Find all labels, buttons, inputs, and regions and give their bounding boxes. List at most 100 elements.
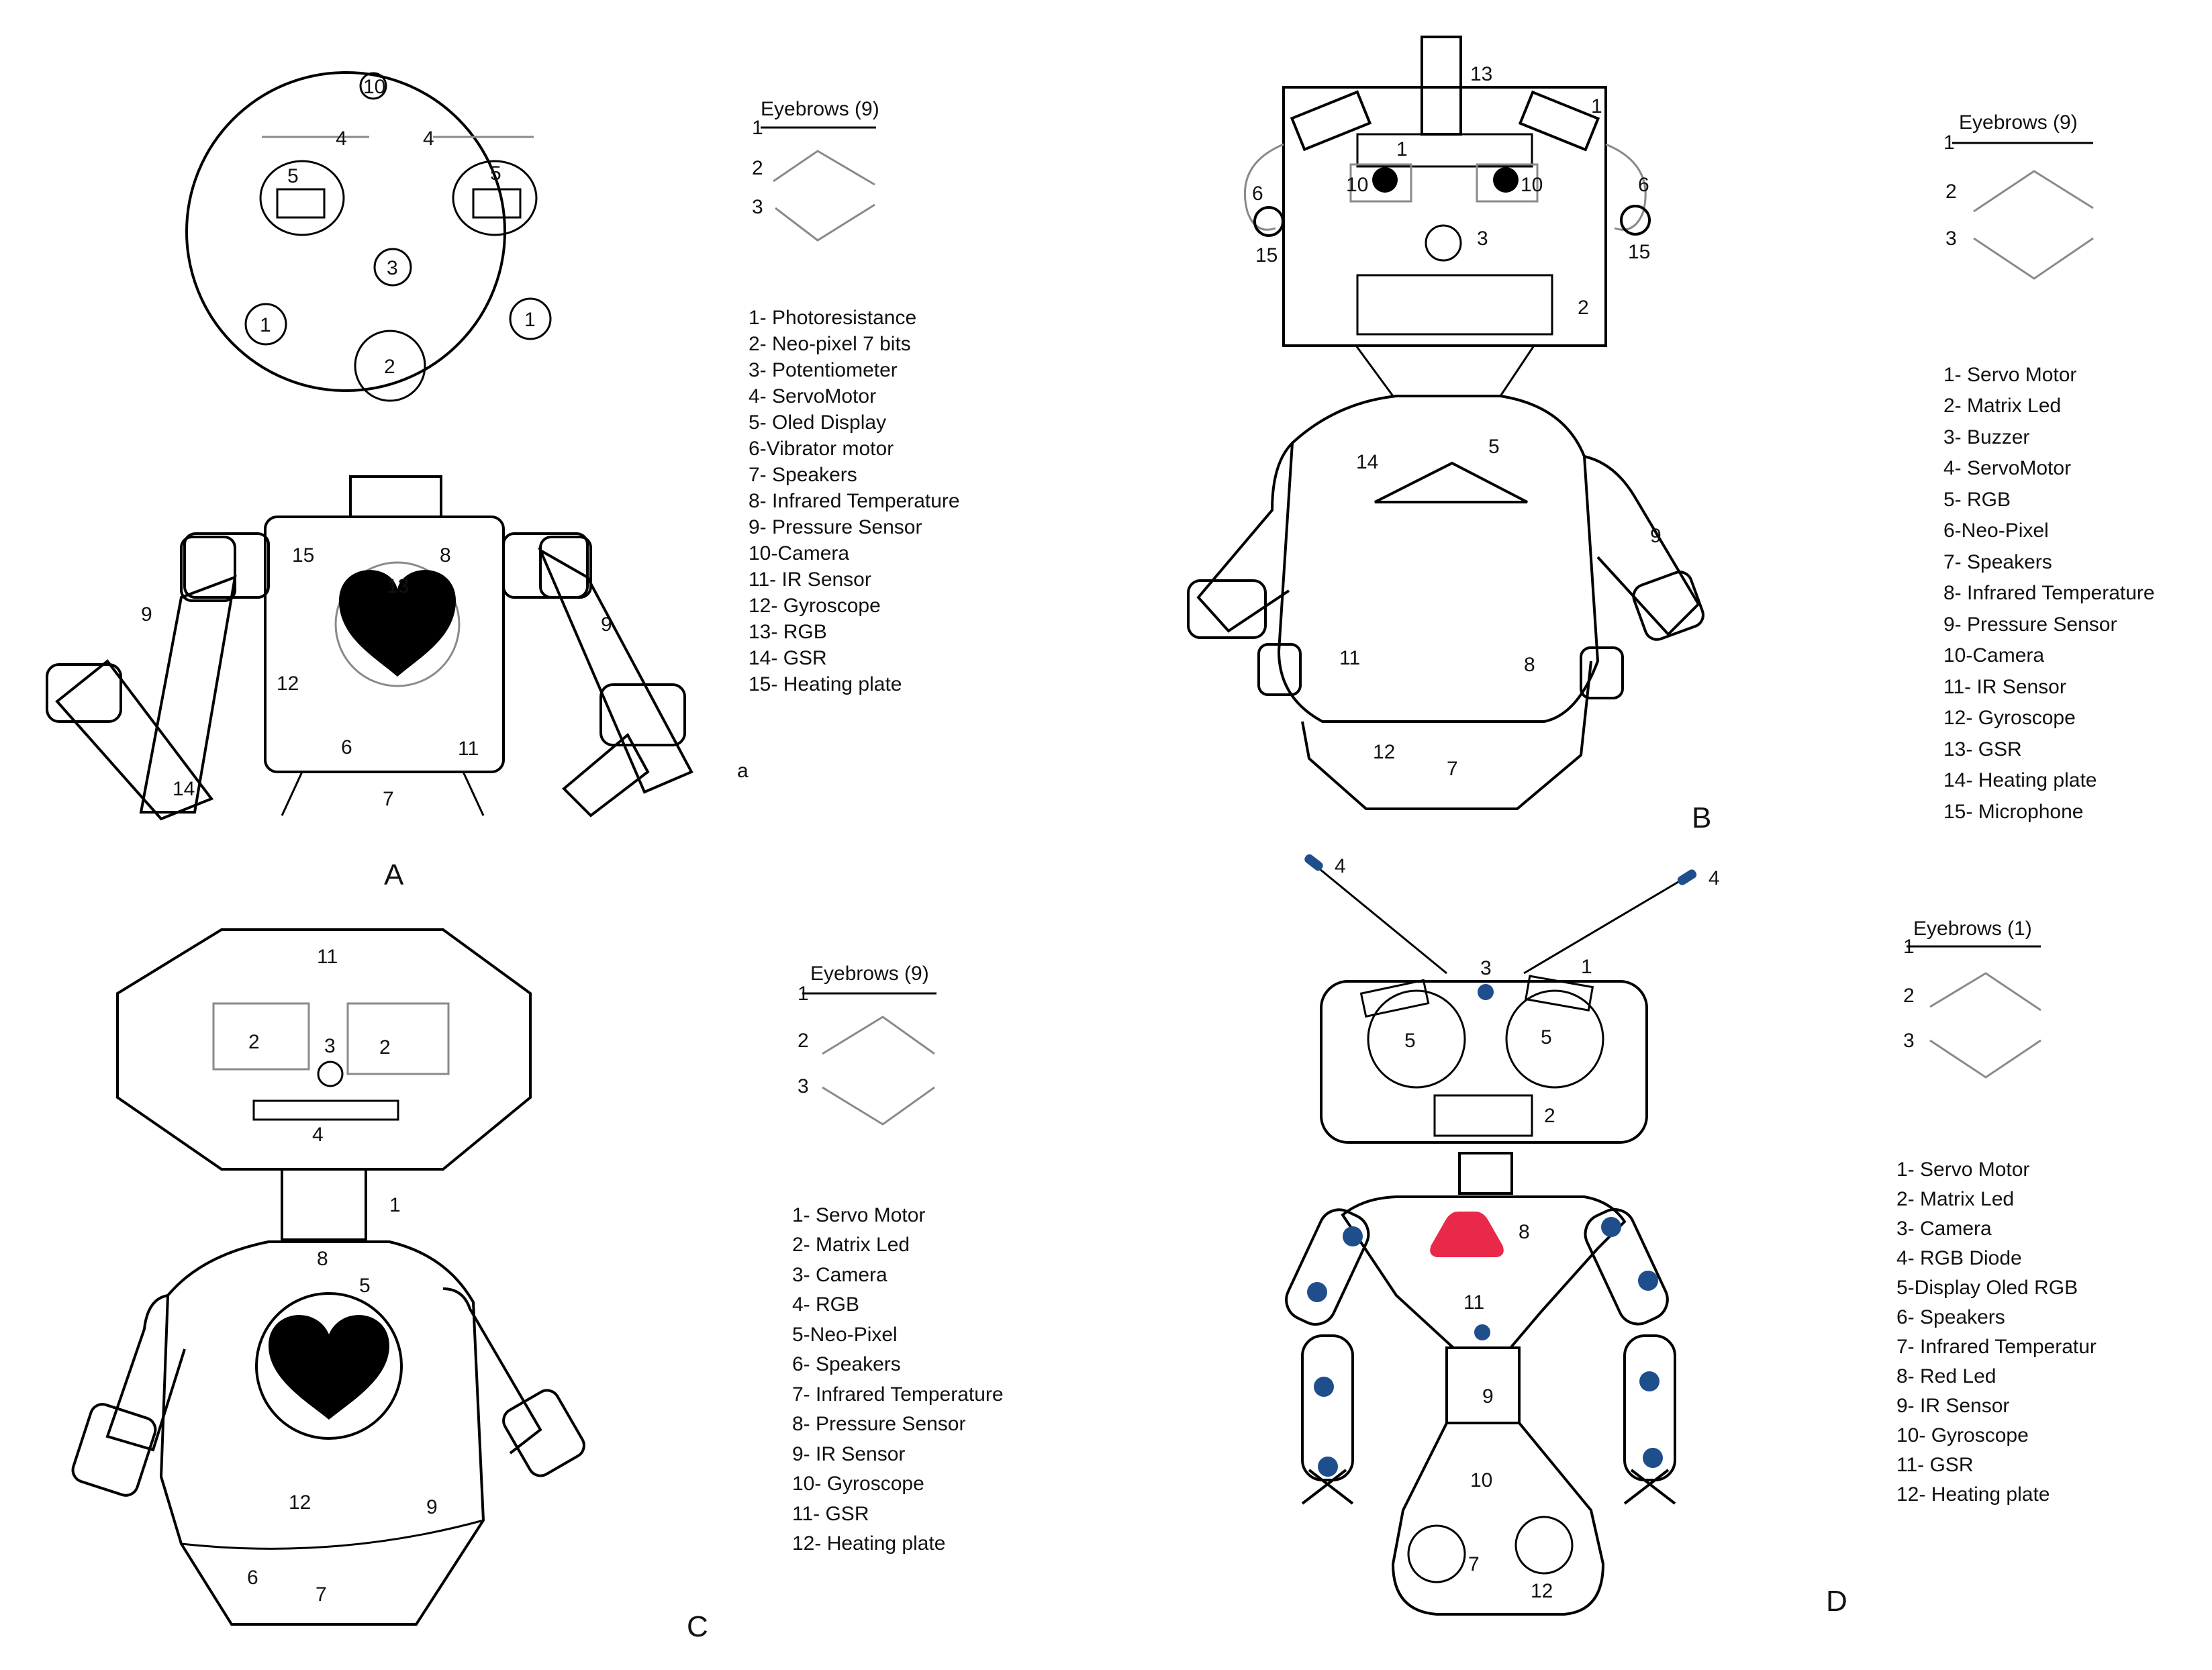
panel-a-label: 1 [260,314,271,336]
panel-d-legend-item: 1- Servo Motor [1896,1159,2029,1181]
panel-a-label: 11 [458,738,479,760]
panel-a-legend-item: 12- Gyroscope [749,595,881,617]
panel-a-legend-item: 4- ServoMotor [749,385,876,407]
panel-c-legend-item: 7- Infrared Temperature [792,1383,1004,1406]
panel-a-legend-item: 6-Vibrator motor [749,438,894,460]
panel-c-legend-item: 4- RGB [792,1293,859,1316]
panel-c-legend-item: 8- Pressure Sensor [792,1413,965,1435]
panel-c-eyebrows-title: Eyebrows (9) [810,963,929,985]
panel-c-label: 11 [317,946,338,968]
panel-b-label: 15 [1255,244,1278,266]
panel-d-label: 2 [1544,1105,1555,1127]
panel-b-legend-item: 11- IR Sensor [1943,676,2066,698]
panel-c-legend-item: 3- Camera [792,1264,887,1286]
panel-d-eyebrow-pos-2: 2 [1903,985,1915,1007]
panel-b-legend-item: 6-Neo-Pixel [1943,520,2049,542]
panel-c-legend-item: 5-Neo-Pixel [792,1324,898,1346]
panel-b-label: 1 [1396,138,1408,160]
panel-a-label: 15 [292,544,314,567]
panel-b-eyebrow-pos-3: 3 [1945,228,1957,250]
panel-a-label: 8 [440,544,451,567]
panel-b-label: 15 [1628,241,1650,263]
panel-a-label: 2 [384,356,395,378]
panel-c-legend-item: 1- Servo Motor [792,1204,925,1226]
panel-b-label: 11 [1339,647,1360,669]
panel-d-label: 7 [1468,1553,1480,1575]
panel-d-robot [1285,854,1697,1616]
panel-a-legend-item: 15- Heating plate [749,673,902,695]
panel-a-legend-item: 8- Infrared Temperature [749,490,960,512]
panel-d-legend-item: 12- Heating plate [1896,1483,2050,1506]
panel-a-label: 3 [387,257,398,279]
panel-c-eyebrow-pos-3: 3 [798,1075,809,1097]
panel-d-label: 4 [1335,855,1346,877]
stray-mark: a [737,760,749,782]
panel-d-legend-item: 9- IR Sensor [1896,1395,2009,1417]
panel-b-eyebrows-title: Eyebrows (9) [1959,111,2078,134]
panel-b-label: 13 [1470,63,1492,85]
panel-c-legend-item: 2- Matrix Led [792,1234,910,1256]
panel-b-label: 14 [1356,451,1378,473]
panel-d-label: 5 [1404,1030,1416,1052]
panel-a-robot [46,71,693,821]
panel-d-label: 12 [1531,1580,1553,1602]
panel-d-label: 3 [1480,957,1492,979]
panel-c-label: 9 [426,1496,438,1518]
panel-b-eyebrow-pos-1: 1 [1943,132,1955,154]
panel-a-legend-item: 1- Photoresistance [749,307,916,329]
panel-b-legend-item: 13- GSR [1943,738,2022,760]
panel-b-label: 10 [1346,174,1368,196]
panel-b-legend-item: 3- Buzzer [1943,426,2029,448]
panel-d-legend-item: 11- GSR [1896,1454,1973,1476]
panel-a-label: 7 [383,788,394,810]
panel-b-legend-item: 9- Pressure Sensor [1943,613,2117,636]
panel-c-label: 8 [317,1248,328,1270]
panel-c-label: 2 [379,1036,391,1059]
panel-a-label: 9 [141,603,152,626]
panel-a-label: 10 [363,76,385,98]
panel-d-label: 8 [1519,1221,1530,1243]
panel-b-legend-item: 1- Servo Motor [1943,364,2076,386]
panel-b-legend-item: 15- Microphone [1943,801,2083,823]
panel-c-legend-item: 12- Heating plate [792,1532,946,1555]
panel-a-label: 1 [524,309,536,331]
panel-c-robot [71,928,585,1626]
panel-a-label: 9 [601,613,612,636]
panel-a-legend-item: 9- Pressure Sensor [749,516,922,538]
panel-c-label: 2 [248,1031,260,1053]
panel-a-legend-item: 3- Potentiometer [749,359,898,381]
panel-c-legend-item: 6- Speakers [792,1353,901,1375]
panel-c-label: 3 [324,1035,336,1057]
panel-c-legend-item: 10- Gyroscope [792,1473,924,1495]
panel-b-label: 6 [1638,174,1649,196]
panel-letter-a: A [384,858,404,891]
panel-d-label: 11 [1463,1291,1484,1314]
panel-b-legend-item: 12- Gyroscope [1943,707,2076,729]
panel-a-label: 5 [287,165,299,187]
panel-b-label: 8 [1524,654,1535,676]
panel-c-eyebrow-pos-1: 1 [798,983,809,1005]
panel-d-legend-item: 3- Camera [1896,1218,1992,1240]
panel-d-legend-item: 2- Matrix Led [1896,1188,2014,1210]
panel-letter-b: B [1692,801,1711,834]
panel-a-legend-item: 5- Oled Display [749,411,886,434]
panel-d-legend-item: 7- Infrared Temperatur [1896,1336,2097,1358]
panel-c-label: 4 [312,1124,324,1146]
panel-a-legend: 1- Photoresistance 2- Neo-pixel 7 bits 3… [749,307,960,695]
panel-a-legend-item: 14- GSR [749,647,827,669]
panel-b-legend-item: 7- Speakers [1943,551,2052,573]
panel-b-legend-item: 8- Infrared Temperature [1943,582,2155,604]
panel-b-legend: 1- Servo Motor 2- Matrix Led 3- Buzzer 4… [1943,364,2155,823]
panel-a-label: 13 [387,575,409,597]
panel-b-label: 12 [1373,741,1395,763]
panel-a-eyebrow-pos-2: 2 [752,157,763,179]
panel-c-legend-item: 11- GSR [792,1503,869,1525]
panel-b-robot [1187,36,1704,810]
panel-d-legend-item: 6- Speakers [1896,1306,2005,1328]
panel-a-legend-item: 11- IR Sensor [749,569,871,591]
panel-a-label: 5 [490,162,501,185]
panel-d-eyebrow-pos-1: 1 [1903,936,1915,958]
panel-c-label: 6 [247,1567,258,1589]
panel-a-legend-item: 10-Camera [749,542,849,564]
panel-a-label: 6 [341,736,352,758]
